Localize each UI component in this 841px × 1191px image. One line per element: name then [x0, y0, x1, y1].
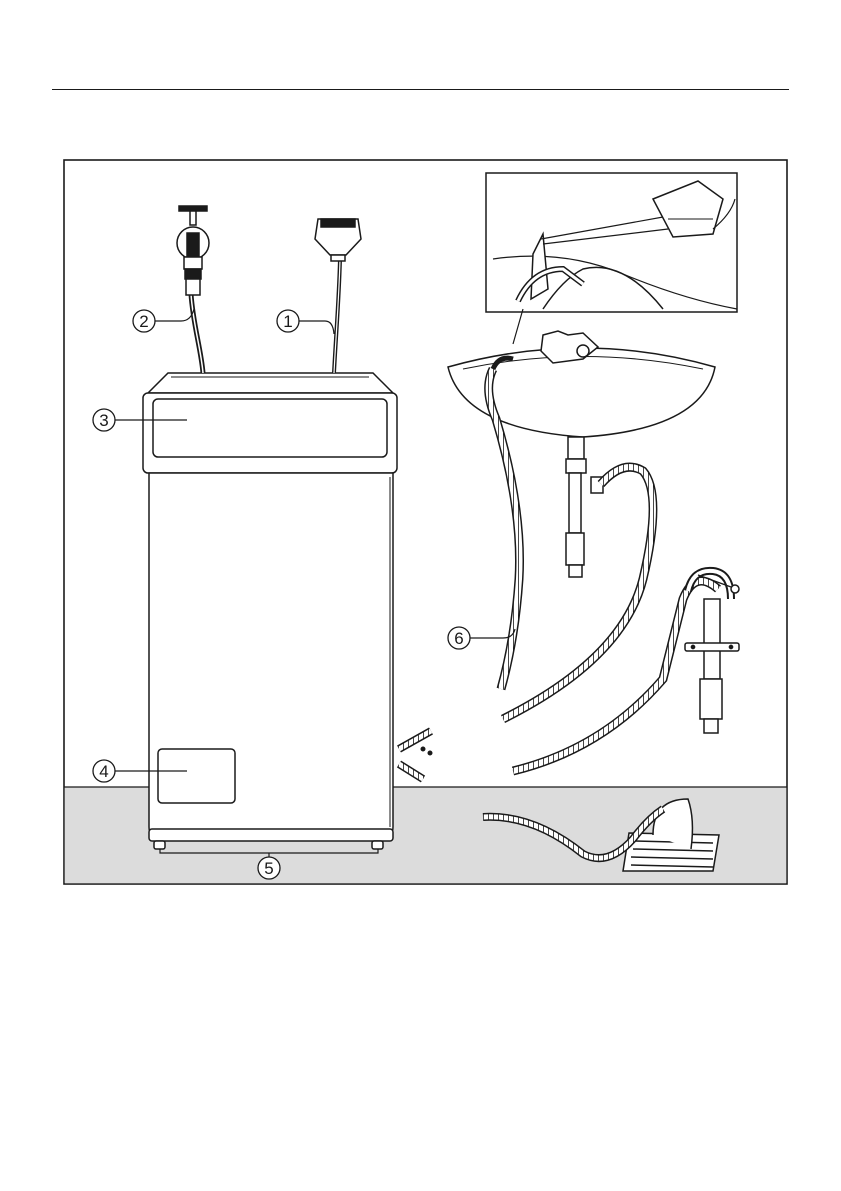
foot-left — [154, 841, 165, 849]
callout-4-label: 4 — [99, 762, 108, 781]
callout-6-label: 6 — [454, 629, 463, 648]
washing-machine — [143, 373, 397, 849]
callout-2-label: 2 — [139, 312, 148, 331]
callout-5-label: 5 — [264, 859, 273, 878]
callout-1-label: 1 — [283, 312, 292, 331]
foot-right — [372, 841, 383, 849]
service-flap — [158, 749, 235, 803]
installation-diagram: 1 2 3 4 5 6 — [63, 159, 788, 885]
callout-3-label: 3 — [99, 411, 108, 430]
header-rule — [52, 89, 789, 90]
